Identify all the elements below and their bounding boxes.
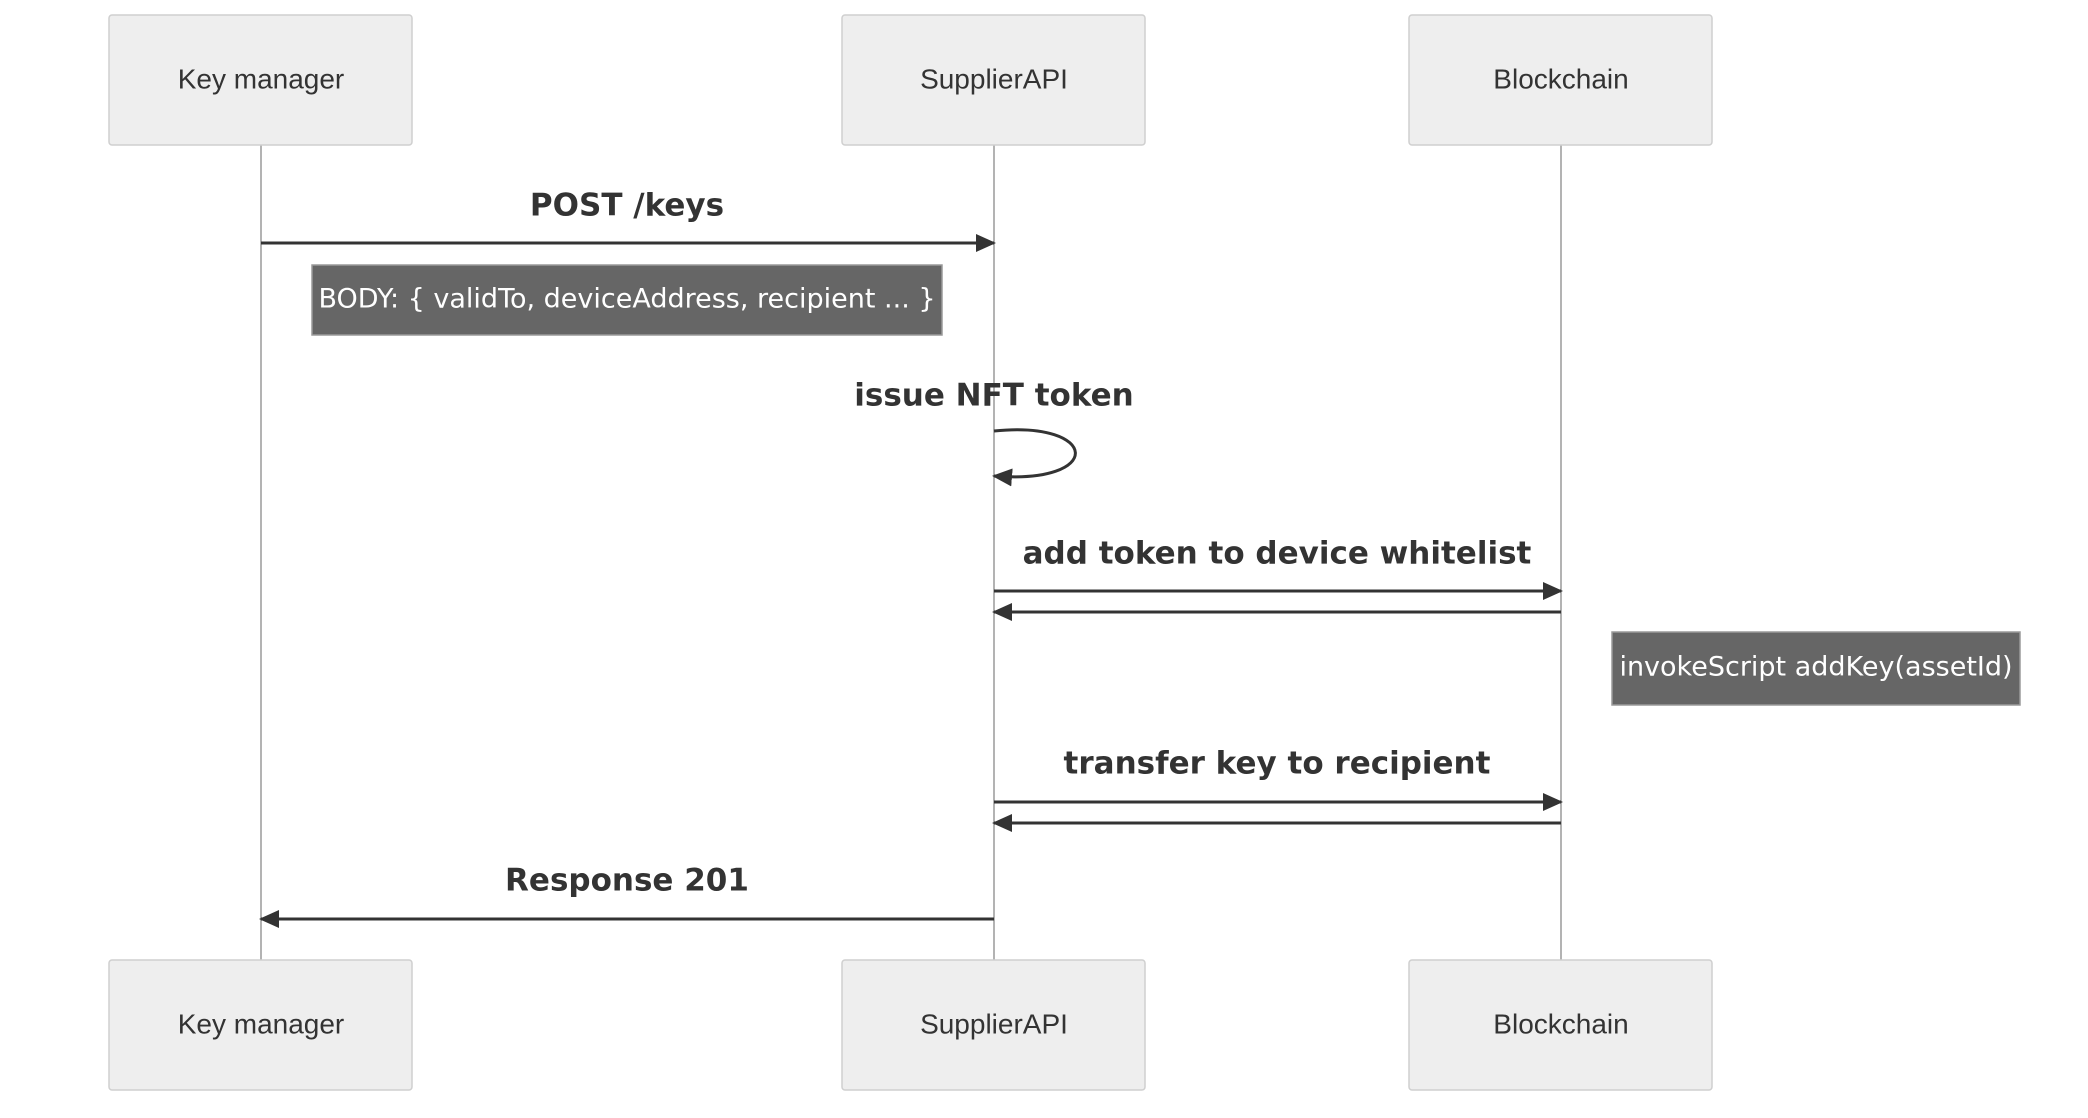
participant-key-manager-top[interactable]: Key manager: [108, 14, 413, 146]
note-request-body: BODY: { validTo, deviceAddress, recipien…: [311, 264, 943, 336]
participant-label: SupplierAPI: [920, 63, 1068, 94]
participant-supplier-api-top[interactable]: SupplierAPI: [841, 14, 1146, 146]
message-arrow-issue-nft: [992, 428, 1077, 487]
note-text: BODY: { validTo, deviceAddress, recipien…: [318, 284, 935, 315]
message-label-add-token: add token to device whitelist: [1023, 536, 1532, 572]
participant-label: SupplierAPI: [920, 1008, 1068, 1039]
participant-blockchain-bottom[interactable]: Blockchain: [1408, 959, 1713, 1091]
participant-label: Blockchain: [1493, 63, 1628, 94]
participant-label: Key manager: [178, 63, 345, 94]
participant-label: Key manager: [178, 1008, 345, 1039]
message-label-issue-nft: issue NFT token: [854, 378, 1133, 414]
message-label-post-keys: POST /keys: [530, 188, 724, 224]
participant-blockchain-top[interactable]: Blockchain: [1408, 14, 1713, 146]
message-label-response: Response 201: [505, 863, 749, 899]
participant-key-manager-bottom[interactable]: Key manager: [108, 959, 413, 1091]
participant-supplier-api-bottom[interactable]: SupplierAPI: [841, 959, 1146, 1091]
note-text: invokeScript addKey(assetId): [1619, 652, 2012, 683]
message-label-transfer-key: transfer key to recipient: [1064, 746, 1491, 782]
participant-label: Blockchain: [1493, 1008, 1628, 1039]
note-invoke-script: invokeScript addKey(assetId): [1611, 631, 2021, 706]
